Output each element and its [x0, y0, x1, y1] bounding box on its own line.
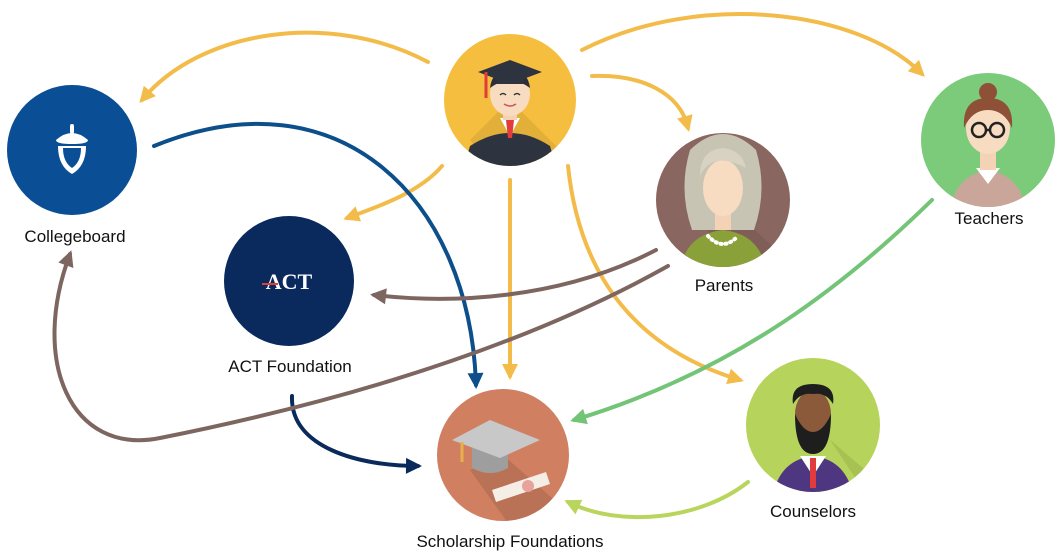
edge-teachers-to-scholarship — [570, 198, 934, 425]
act-logo-icon: ACT — [266, 269, 313, 294]
grandmother-icon — [680, 134, 790, 267]
acorn-logo-icon — [56, 124, 88, 174]
node-collegeboard — [7, 85, 137, 215]
edge-student-to-parents — [590, 73, 693, 132]
arrowhead — [726, 368, 744, 385]
edge-parents-to-act — [370, 248, 658, 305]
node-scholarship — [437, 389, 569, 521]
arrowhead — [467, 372, 484, 389]
edge-act-to-scholarship — [289, 394, 422, 474]
edge-parents-to-collegeboard — [52, 250, 670, 442]
node-act: ACT — [224, 216, 354, 346]
arrowhead — [570, 408, 588, 425]
edge-student-to-teachers — [580, 12, 925, 77]
edge-student-to-counselors — [566, 164, 744, 385]
edge-counselors-to-scholarship — [564, 480, 750, 520]
edge-student-to-scholarship — [502, 178, 518, 380]
edge-student-to-act — [343, 164, 444, 222]
node-teachers — [921, 73, 1055, 207]
arrowhead — [502, 364, 518, 380]
arrowhead — [139, 85, 156, 104]
node-counselors — [746, 358, 880, 492]
arrowhead — [370, 288, 387, 305]
teacher-icon — [950, 83, 1026, 207]
parents-label: Parents — [695, 276, 754, 295]
teachers-label: Teachers — [955, 209, 1024, 228]
counselors-label: Counselors — [770, 502, 856, 521]
arrowhead — [405, 457, 422, 474]
node-parents — [656, 133, 790, 267]
node-student — [444, 34, 576, 166]
arrowhead — [907, 59, 925, 77]
arrowhead — [58, 250, 74, 269]
collegeboard-label: Collegeboard — [24, 227, 125, 246]
edge-student-to-collegeboard — [139, 30, 430, 104]
act-foundation-label: ACT Foundation — [228, 357, 351, 376]
arrowhead — [343, 206, 362, 222]
arrowhead — [564, 499, 583, 515]
arrowhead — [677, 114, 693, 132]
scholarship-foundations-label: Scholarship Foundations — [416, 532, 603, 551]
edge-collegeboard-to-scholarship — [152, 121, 484, 389]
